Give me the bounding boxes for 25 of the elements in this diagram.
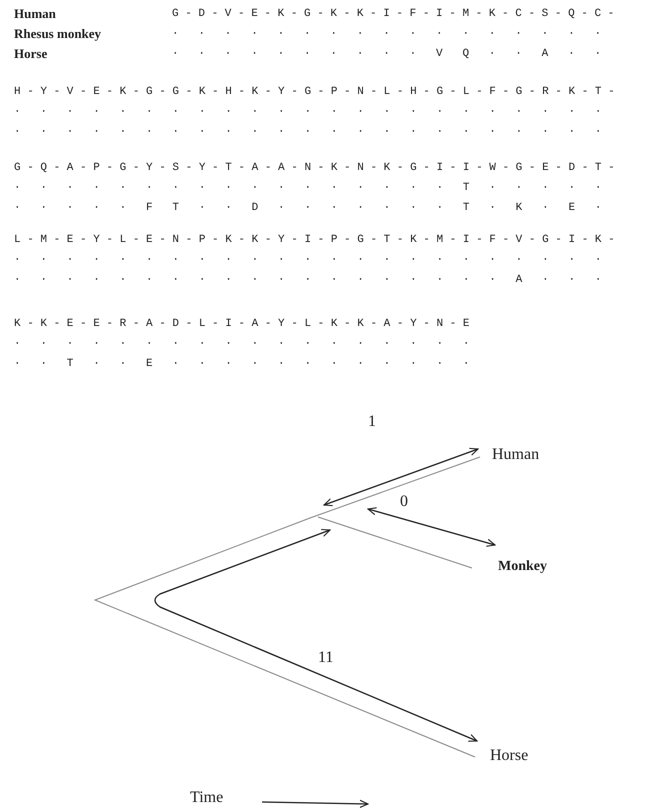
- alignment-row-text: · · T · · E · · · · · · · · · · · ·: [14, 357, 470, 372]
- sequence-row-text: H - Y - V - E - K - G - G - K - H - K - Y - G - P - N - L - H - G - L - F - G - R - K - T -: [14, 85, 615, 100]
- distance-label: 1: [368, 414, 376, 430]
- alignment-row-text: · · · · · · · · · · · · · · · · ·: [172, 27, 602, 42]
- alignment-row-text: · · · · · · · · · · · · · · · · · · · · · · ·: [14, 105, 602, 120]
- species-name: Human: [14, 6, 56, 22]
- sequence-row-text: G - Q - A - P - G - Y - S - Y - T - A - A - N - K - N - K - G - I - I - W - G - E - D - T -: [14, 161, 615, 176]
- alignment-row-text: · · · · · · · · · · · · · · · · · · · A · · ·: [14, 273, 602, 288]
- distance-label: 0: [400, 494, 408, 510]
- species-label: Horse: [490, 748, 528, 764]
- axis-label: Time: [190, 790, 224, 806]
- alignment-row-text: · · · · · · · · · · · · · · · · · ·: [14, 337, 470, 352]
- distance-label: 11: [318, 650, 334, 666]
- alignment-row-text: · · · · · F T · · D · · · · · · · T · K · E ·: [14, 201, 602, 216]
- alignment-row-text: · · · · · · · · · · · · · · · · · · · · · · ·: [14, 125, 602, 140]
- sequence-row-text: K - K - E - E - R - A - D - L - I - A - Y - L - K - K - A - Y - N - E: [14, 317, 470, 332]
- species-name: Horse: [14, 46, 48, 62]
- sequence-row-text: L - M - E - Y - L - E - N - P - K - K - Y - I - P - G - T - K - M - I - F - V - G - I - K -: [14, 233, 615, 248]
- species-label: Human: [492, 447, 540, 463]
- alignment-row-text: · · · · · · · · · · V Q · · A · ·: [172, 47, 602, 62]
- species-name: Rhesus monkey: [14, 26, 102, 42]
- sequence-row-text: G - D - V - E - K - G - K - K - I - F - I - M - K - C - S - Q - C -: [172, 7, 614, 22]
- alignment-row-text: · · · · · · · · · · · · · · · · · · · · · · ·: [14, 253, 602, 268]
- species-label: Monkey: [498, 559, 547, 575]
- alignment-row-text: · · · · · · · · · · · · · · · · · T · · · · ·: [14, 181, 602, 196]
